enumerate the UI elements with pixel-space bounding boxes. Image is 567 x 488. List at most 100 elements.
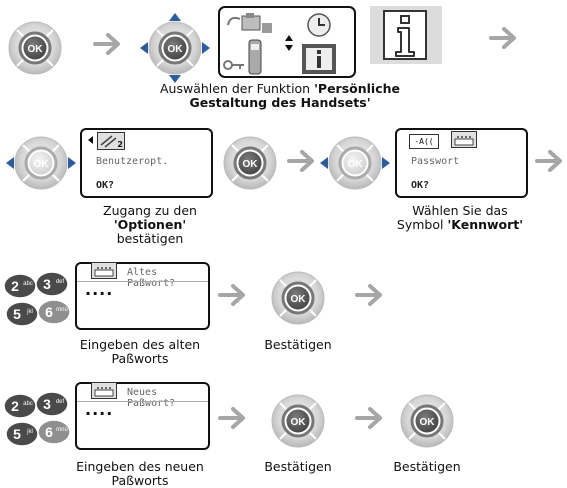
password-symbol-icon: -A(( — [409, 134, 439, 149]
caption-text: Bestätigen — [264, 459, 332, 474]
keypad-key-2: 2 abc — [3, 393, 37, 419]
caption-enter-new: Eingeben des neuen Paßworts — [70, 460, 210, 488]
nav-key-4way[interactable]: OK — [139, 12, 211, 84]
ok-label: OK — [420, 417, 436, 428]
screen-title: Altes Paßwort? — [127, 267, 176, 289]
handset-icon — [248, 39, 262, 75]
ok-label: OK — [34, 159, 50, 170]
keypad-digit: 6 — [45, 304, 53, 320]
keypad-letters: abc — [23, 281, 33, 287]
arrow-right-icon — [218, 407, 245, 429]
ok-label: OK — [348, 159, 364, 170]
caption-bold: 'Optionen' — [113, 217, 187, 232]
new-password-screen: Neues Paßwort? .... — [75, 382, 210, 450]
options-icon — [91, 262, 117, 279]
screen-label: Passwort — [411, 156, 460, 167]
keypad-key-5: 5 jkl — [5, 421, 39, 447]
screen-divider — [77, 401, 208, 402]
arrow-right-icon — [218, 284, 245, 306]
screen-ok-prompt: OK? — [411, 180, 430, 191]
screen-title: Neues Paßwort? — [127, 387, 176, 409]
info-icon — [302, 44, 336, 74]
keypad-letters: mno — [56, 427, 68, 433]
caption-text: Paßworts — [111, 473, 169, 488]
arrow-right-icon — [93, 33, 120, 55]
menu-screen — [218, 6, 356, 78]
keypad-digit: 5 — [13, 306, 21, 322]
screen-ok-prompt: OK? — [96, 180, 115, 191]
keypad-digit: 2 — [11, 278, 19, 294]
caption-access-options: Zugang zu den 'Optionen' bestätigen — [70, 204, 230, 246]
options-icon — [91, 382, 117, 399]
keypad-digit: 5 — [13, 426, 21, 442]
phone-settings-icon — [227, 13, 272, 33]
screen-label: Benutzeropt. — [96, 156, 169, 167]
keypad-digit: 2 — [11, 398, 19, 414]
caption-text: Eingeben des neuen — [76, 459, 204, 474]
nav-key-ok[interactable]: OK — [5, 18, 65, 78]
keypad-key-3: 3 def — [35, 391, 69, 417]
keypad-letters: jkl — [26, 429, 33, 435]
caption-confirm: Bestätigen — [248, 338, 348, 352]
keypad-letters: abc — [23, 401, 33, 407]
arrow-right-icon — [489, 27, 516, 49]
password-dots: .... — [85, 280, 114, 299]
nav-key-left-right[interactable]: OK — [5, 131, 77, 195]
nav-key-ok[interactable]: OK — [397, 391, 457, 451]
keypad-letters: def — [56, 279, 65, 285]
arrow-right-icon — [287, 150, 314, 172]
key-icon — [223, 60, 244, 70]
keypad-letters: def — [56, 399, 65, 405]
caption-text: bestätigen — [116, 231, 184, 246]
caption-bold: 'Persönliche — [314, 81, 401, 96]
password-dots: .... — [85, 400, 114, 419]
caption-text: Eingeben des alten — [79, 337, 201, 352]
caption-text: Auswählen der Funktion — [159, 81, 315, 96]
options-badge: 2 — [117, 140, 123, 149]
options-icon — [451, 131, 477, 148]
caption-text: Paßworts — [111, 351, 169, 366]
clock-icon — [307, 13, 331, 37]
keypad-digit: 3 — [43, 276, 51, 292]
caption-confirm: Bestätigen — [248, 460, 348, 474]
arrow-right-icon — [355, 407, 382, 429]
info-large-icon — [370, 6, 442, 64]
options-screen: 2 Benutzeropt. OK? — [80, 128, 213, 198]
caption-text: Bestätigen — [264, 337, 332, 352]
old-password-screen: Altes Paßwort? .... — [75, 262, 210, 330]
caption-bold: 'Kennwort' — [447, 217, 524, 232]
password-screen: -A(( Passwort OK? — [395, 128, 528, 198]
nav-key-ok[interactable]: OK — [220, 133, 280, 193]
nav-key-left-right[interactable]: OK — [319, 131, 391, 195]
caption-select-function: Auswählen der Funktion 'Persönliche Gest… — [130, 82, 430, 110]
up-down-arrows-icon — [285, 35, 293, 51]
nav-key-ok[interactable]: OK — [268, 268, 328, 328]
left-triangle-icon — [88, 136, 93, 144]
arrow-right-icon — [535, 150, 562, 172]
caption-enter-old: Eingeben des alten Paßworts — [70, 338, 210, 366]
options-icon: 2 — [97, 132, 125, 150]
ok-label: OK — [168, 44, 184, 55]
caption-text: Symbol — [396, 217, 448, 232]
ok-label: OK — [291, 417, 307, 428]
keypad-letters: mno — [56, 307, 68, 313]
caption-text: Wählen Sie das — [412, 203, 508, 218]
screen-divider — [77, 281, 208, 282]
keypad-key-3: 3 def — [35, 271, 69, 297]
ok-label: OK — [243, 159, 259, 170]
caption-select-password: Wählen Sie das Symbol 'Kennwort' — [380, 204, 540, 232]
caption-text: Zugang zu den — [103, 203, 197, 218]
keypad-key-2: 2 abc — [3, 273, 37, 299]
arrow-right-icon — [355, 284, 382, 306]
keypad-digit: 3 — [43, 396, 51, 412]
caption-text: Bestätigen — [393, 459, 461, 474]
ok-label: OK — [291, 294, 307, 305]
caption-bold: Gestaltung des Handsets' — [189, 95, 371, 110]
nav-key-ok[interactable]: OK — [268, 391, 328, 451]
keypad-digit: 6 — [45, 424, 53, 440]
ok-label: OK — [28, 44, 44, 55]
